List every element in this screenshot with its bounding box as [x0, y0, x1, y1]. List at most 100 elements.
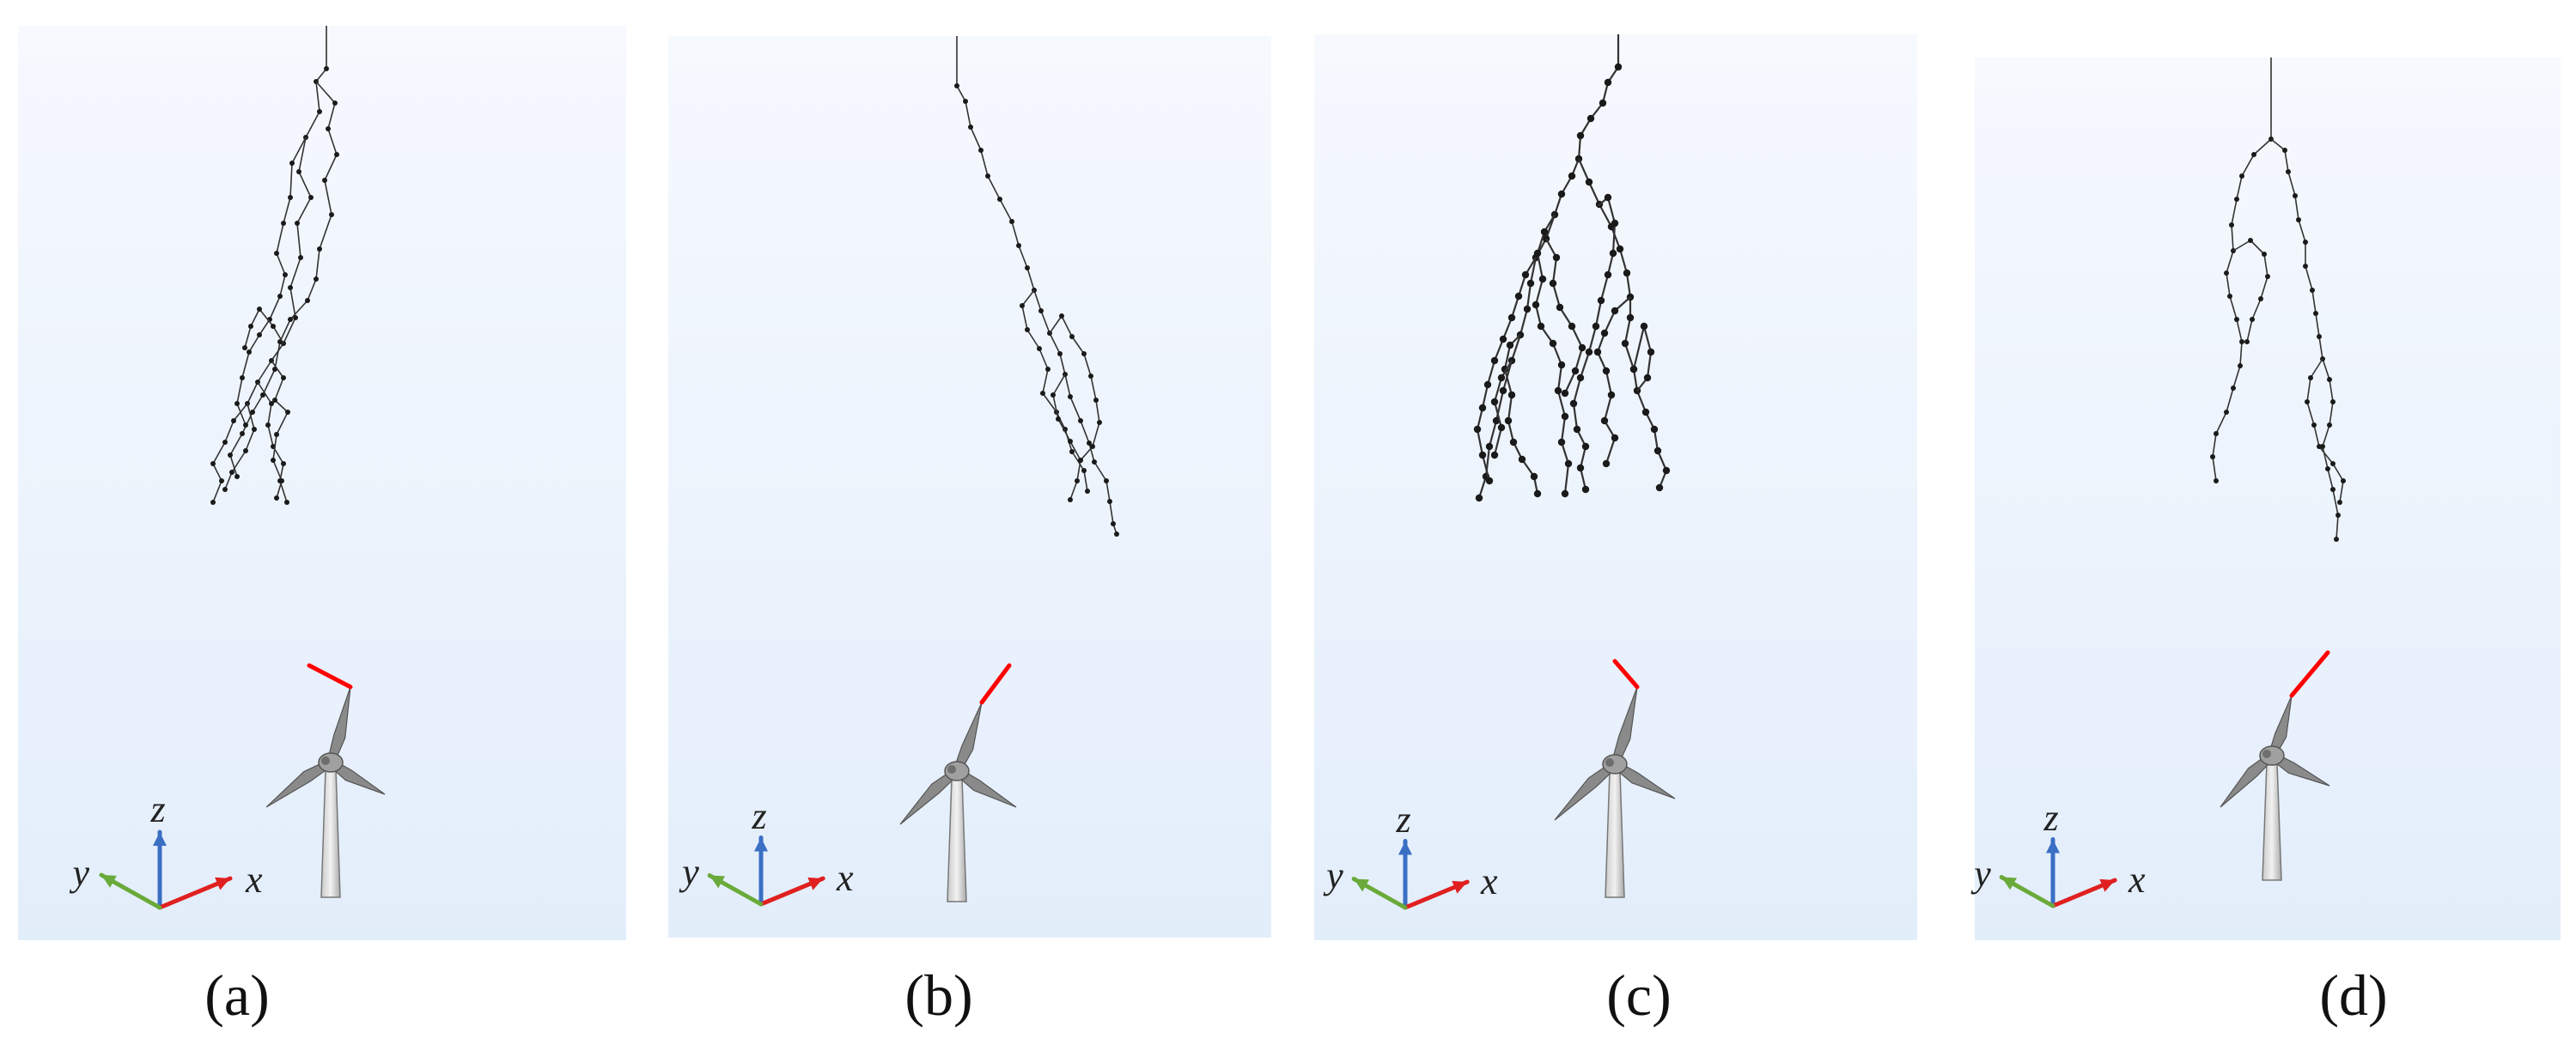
channel-node	[1561, 389, 1569, 398]
channel-node	[243, 448, 248, 453]
channel-node	[2231, 386, 2236, 391]
channel-node	[1604, 270, 1612, 279]
channel-node	[1571, 367, 1580, 375]
wind-turbine-d	[2220, 650, 2330, 881]
channel-node	[1499, 386, 1507, 395]
channel-node	[1604, 78, 1612, 87]
channel-node	[1025, 327, 1030, 332]
channel-node	[1611, 434, 1619, 442]
channel-node	[2330, 487, 2335, 492]
channel-node	[252, 427, 257, 432]
channel-node	[1081, 351, 1087, 356]
x-axis-label: x	[245, 859, 263, 901]
channel-node	[2229, 222, 2234, 228]
channel-node	[1478, 451, 1487, 459]
channel-node	[210, 461, 216, 466]
channel-node	[1532, 301, 1540, 309]
channel-node	[248, 324, 253, 329]
channel-node	[296, 169, 301, 174]
channel-node	[1492, 416, 1501, 425]
channel-node	[1576, 464, 1585, 472]
channel-node	[1568, 322, 1576, 331]
channel-node	[1523, 305, 1532, 313]
channel-node	[2248, 238, 2253, 243]
channel-node	[269, 401, 274, 406]
channel-node	[1581, 485, 1590, 494]
channel-node	[289, 161, 295, 166]
channel-node	[1578, 343, 1586, 352]
channel-node	[284, 500, 289, 505]
channel-node	[2317, 334, 2322, 339]
panel-c-caption: (c)	[1606, 963, 1671, 1028]
channel-node	[2224, 270, 2229, 276]
channel-node	[2227, 294, 2232, 299]
channel-node	[1573, 425, 1581, 434]
channel-node	[1585, 348, 1593, 356]
channel-node	[1549, 339, 1557, 348]
channel-node	[277, 294, 283, 299]
channel-node	[243, 422, 248, 428]
channel-branch-c-1	[1577, 158, 1668, 489]
channel-node	[1090, 444, 1095, 449]
channel-node	[1506, 341, 1514, 349]
channel-node	[1607, 391, 1616, 399]
channel-node	[1561, 412, 1569, 421]
channel-node	[1592, 322, 1600, 331]
channel-node	[2303, 240, 2308, 245]
channel-node	[1050, 392, 1056, 398]
channel-node	[234, 474, 240, 479]
channel-node	[231, 418, 236, 423]
y-axis-label: y	[1323, 854, 1343, 896]
channel-node	[1640, 322, 1648, 331]
channel-node	[288, 285, 293, 290]
channel-node	[1609, 249, 1617, 258]
channel-node	[1038, 308, 1044, 313]
axis-triad-a: z x y	[69, 788, 263, 910]
channel-node	[1662, 466, 1671, 475]
channel-node	[260, 392, 265, 398]
channel-node	[1650, 425, 1659, 434]
z-axis-label: z	[2043, 797, 2058, 839]
channel-node	[1092, 459, 1097, 465]
channel-node	[1068, 394, 1073, 399]
panel-a-background	[18, 26, 626, 940]
channel-node	[326, 126, 331, 131]
channel-node	[257, 332, 262, 337]
y-axis-arrow-head	[2001, 877, 2018, 890]
channel-node	[332, 100, 338, 106]
x-axis-arrow-head	[2099, 878, 2116, 892]
channel-node	[2214, 478, 2219, 483]
channel-node	[1114, 532, 1119, 537]
channel-node	[1085, 489, 1090, 494]
channel-node	[1504, 416, 1513, 425]
channel-node	[1552, 253, 1561, 262]
channel-node	[1514, 292, 1523, 301]
channel-node	[1581, 442, 1590, 451]
channel-node	[2327, 422, 2332, 428]
z-axis-label: z	[149, 788, 165, 830]
channel-node	[1037, 346, 1042, 351]
channel-node	[298, 255, 303, 260]
channel-node	[1507, 313, 1516, 322]
channel-node	[2244, 339, 2250, 344]
upward-leader-b	[979, 663, 1012, 705]
y-axis-label: y	[69, 852, 89, 894]
channel-node	[234, 401, 240, 406]
channel-node	[1025, 265, 1030, 270]
channel-node	[1554, 386, 1562, 395]
channel-node	[1078, 458, 1083, 463]
channel-node	[322, 178, 327, 183]
channel-node	[1557, 438, 1566, 447]
panel-d-caption: (d)	[2319, 963, 2387, 1028]
channel-node	[1586, 114, 1595, 123]
channel-node	[978, 148, 984, 153]
y-axis-arrow-head	[101, 875, 117, 888]
channel-node	[293, 315, 298, 320]
channel-node	[1623, 269, 1631, 277]
channel-node	[242, 345, 247, 350]
channel-node	[2214, 431, 2219, 436]
channel-node	[210, 500, 216, 505]
turbine-spinner	[1605, 758, 1614, 767]
x-axis-arrow-head	[215, 877, 230, 890]
channel-node	[1111, 521, 1116, 526]
